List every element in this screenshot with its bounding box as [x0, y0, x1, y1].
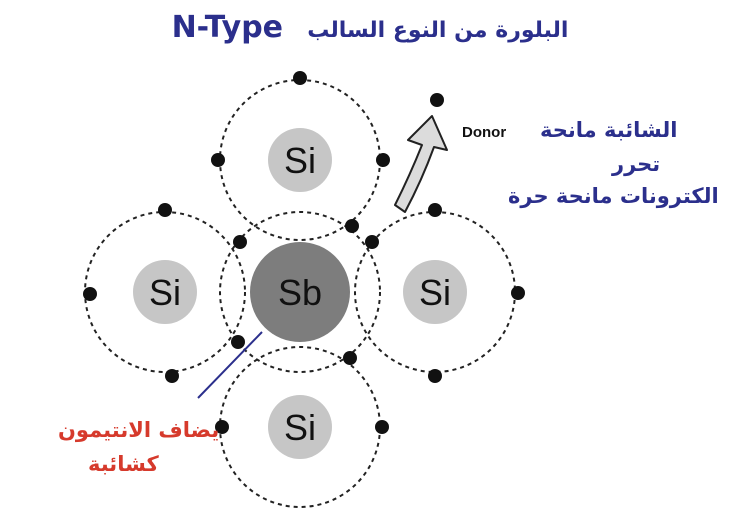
- atom-bottom-label: Si: [284, 407, 316, 448]
- electron: [345, 219, 359, 233]
- free-electron: [430, 93, 444, 107]
- donor-arrow: [394, 115, 448, 213]
- electron: [233, 235, 247, 249]
- title-english: N-Type: [171, 10, 284, 45]
- electron: [165, 369, 179, 383]
- impurity-label-line1: يضاف الانتيمون: [58, 418, 220, 442]
- electron: [231, 335, 245, 349]
- impurity-label-line2: كشائبة: [88, 452, 159, 476]
- electron: [215, 420, 229, 434]
- atom-bottom-core: [268, 395, 332, 459]
- atom-center-label: Sb: [278, 272, 322, 313]
- electron: [293, 71, 307, 85]
- atom-top-core: [268, 128, 332, 192]
- atom-center-core: [250, 242, 350, 342]
- electron: [343, 351, 357, 365]
- donor-arabic-line3: الكترونات مانحة حرة: [508, 184, 719, 208]
- electron: [83, 287, 97, 301]
- electron: [511, 286, 525, 300]
- electron: [211, 153, 225, 167]
- donor-label: Donor: [462, 124, 507, 141]
- atom-left-label: Si: [149, 272, 181, 313]
- atom-right-label: Si: [419, 272, 451, 313]
- impurity-pointer-line: [197, 331, 263, 399]
- electron: [428, 369, 442, 383]
- electron: [158, 203, 172, 217]
- atom-right-core: [403, 260, 467, 324]
- electron: [376, 153, 390, 167]
- electron: [428, 203, 442, 217]
- donor-arabic-line2: تحرر: [612, 152, 661, 176]
- electron: [365, 235, 379, 249]
- atom-left-core: [133, 260, 197, 324]
- electron: [375, 420, 389, 434]
- title-arabic: البلورة من النوع السالب: [307, 18, 569, 43]
- diagram-title: N-Type البلورة من النوع السالب: [0, 10, 740, 45]
- atom-top-label: Si: [284, 140, 316, 181]
- donor-arabic-line1: الشائبة مانحة: [540, 118, 678, 142]
- orbit-center: [219, 211, 381, 373]
